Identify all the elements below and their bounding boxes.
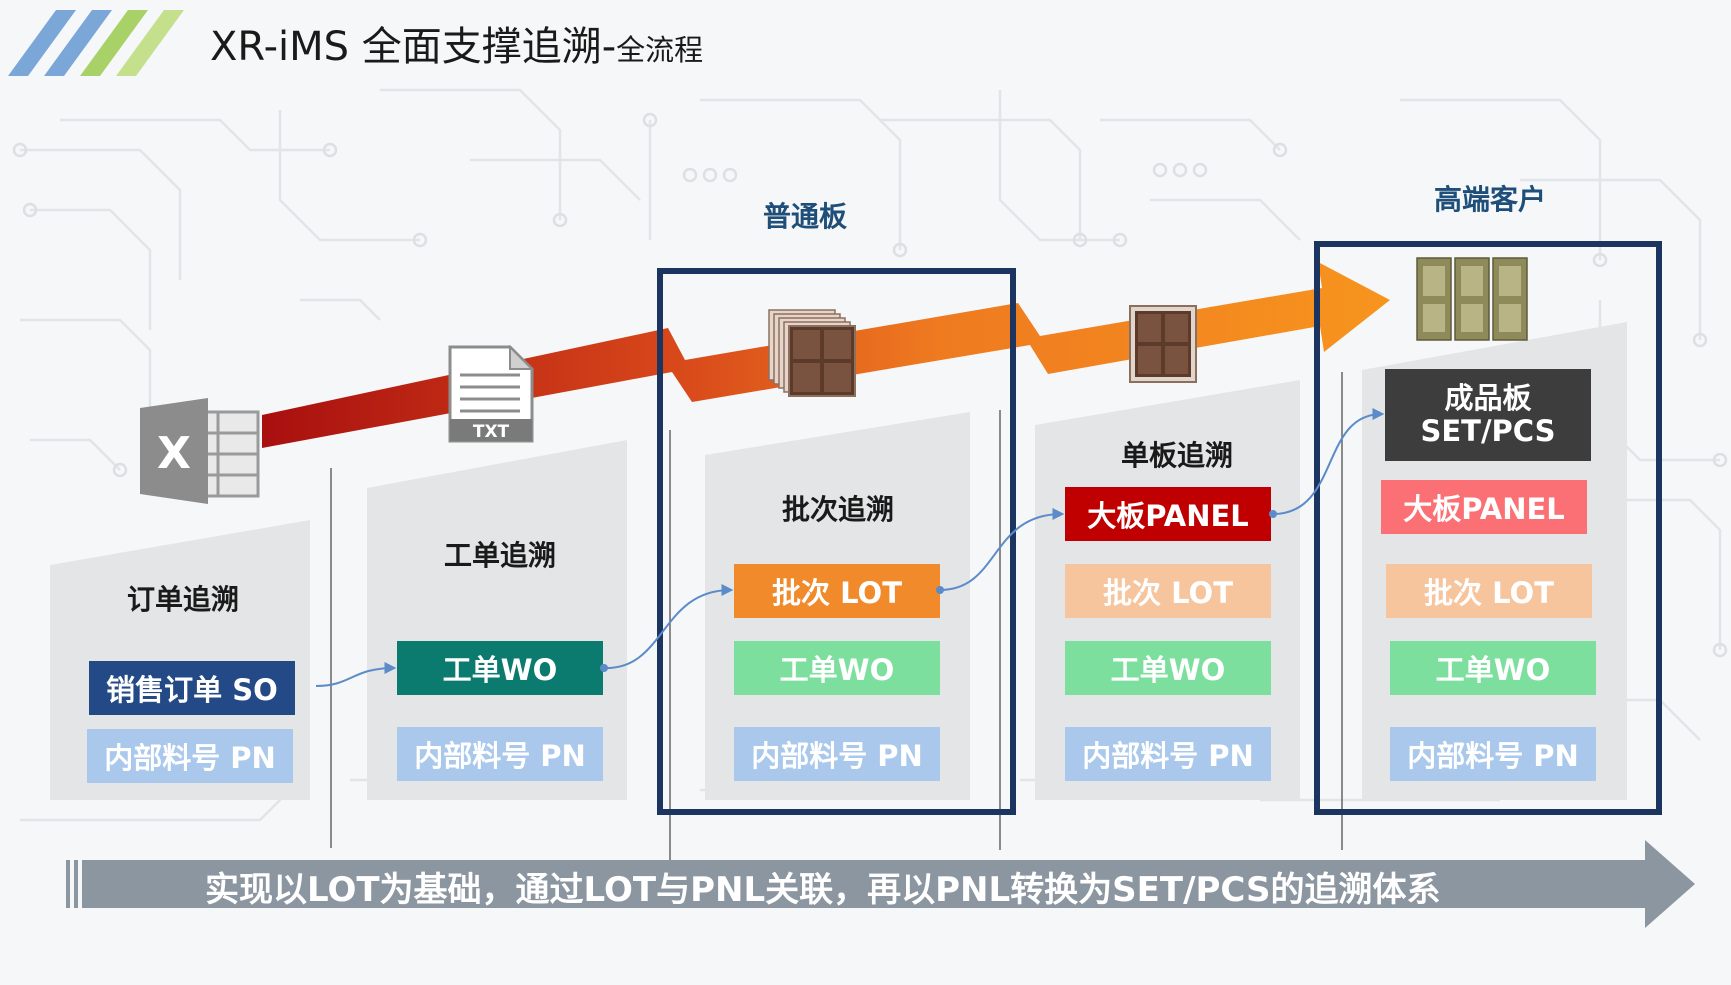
tag-work-order: 工单WO [1390, 641, 1596, 695]
excel-icon: X [140, 398, 260, 504]
title-sub: 全流程 [616, 33, 704, 67]
tag-lot: 批次 LOT [734, 564, 940, 618]
connector-lot-panel [939, 508, 1065, 591]
pcb-panel-icon [1129, 305, 1197, 383]
tag-lot: 批次 LOT [1386, 564, 1592, 618]
tag-finished-board-line1: 成品板 [1444, 381, 1532, 415]
tag-panel: 大板PANEL [1065, 487, 1271, 541]
tag-work-order: 工单WO [734, 641, 940, 695]
page-title: XR-iMS 全面支撑追溯-全流程 [210, 14, 703, 72]
normal-board-frame [657, 268, 1016, 815]
connector-so-wo [315, 662, 397, 687]
tag-internal-pn: 内部料号 PN [397, 727, 603, 781]
pcb-set-icon [1416, 257, 1528, 341]
tag-finished-board-line2: SET/PCS [1420, 414, 1556, 448]
high-end-frame [1314, 241, 1662, 815]
heading-panel-trace: 单板追溯 [1120, 439, 1233, 472]
tag-internal-pn: 内部料号 PN [1390, 727, 1596, 781]
tag-work-order: 工单WO [397, 641, 603, 695]
connector-wo-lot [603, 584, 734, 670]
bottom-banner-text: 实现以LOT为基础，通过LOT与PNL关联，再以PNL转换为SET/PCS的追溯… [205, 870, 1441, 910]
txt-file-icon: TXT [448, 345, 535, 443]
pcb-stack-icon [768, 309, 856, 397]
heading-order-trace: 订单追溯 [126, 583, 239, 616]
tag-sales-order: 销售订单 SO [89, 661, 295, 715]
tag-internal-pn: 内部料号 PN [734, 727, 940, 781]
tag-lot: 批次 LOT [1065, 564, 1271, 618]
group-label-normal: 普通板 [762, 200, 847, 233]
tag-internal-pn: 内部料号 PN [87, 729, 293, 783]
heading-lot-trace: 批次追溯 [781, 493, 894, 526]
connector-panel-set [1272, 408, 1385, 515]
title-main: XR-iMS 全面支撑追溯- [210, 24, 617, 70]
tag-finished-board: 成品板 SET/PCS [1385, 369, 1591, 461]
tag-internal-pn: 内部料号 PN [1065, 727, 1271, 781]
heading-workorder-trace: 工单追溯 [443, 539, 556, 572]
corner-stripes [8, 10, 184, 76]
txt-label: TXT [473, 422, 510, 442]
group-label-high-end: 高端客户 [1433, 183, 1546, 216]
tag-work-order: 工单WO [1065, 641, 1271, 695]
stage-card-workorder [367, 440, 627, 800]
tag-panel: 大板PANEL [1381, 480, 1587, 534]
excel-letter: X [157, 428, 191, 479]
